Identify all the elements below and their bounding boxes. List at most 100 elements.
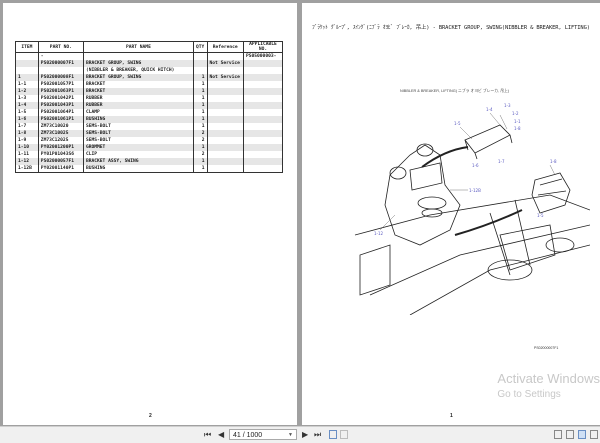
cell-item <box>15 60 39 67</box>
cell-reference <box>206 95 244 102</box>
cell-reference <box>206 88 244 95</box>
table-row: -PS05000003- <box>15 52 284 60</box>
cell-applicable <box>242 81 284 88</box>
continuous-view-button[interactable] <box>566 430 574 439</box>
cell-item: 1-1 <box>15 81 39 88</box>
copy-view-button[interactable] <box>329 430 337 439</box>
last-page-button[interactable]: ⏭ <box>314 430 321 440</box>
diagram-title: ﾌﾞﾗｹｯﾄ ｸﾞﾙｰﾌﾟ, ｽｲﾝｸﾞ(ﾆﾌﾞﾗ ｵﾖﾋﾞ ﾌﾞﾚｰｶ, 吊上… <box>312 25 590 31</box>
cell-qty: 1 <box>192 158 208 165</box>
page-left: ITEM PART NO. PART NAME QTY Reference AP… <box>3 3 297 425</box>
cell-qty: 1 <box>192 88 208 95</box>
cell-reference <box>206 151 244 158</box>
cell-reference <box>206 52 244 60</box>
cell-part-no: PS02000008F1 <box>37 74 84 81</box>
cell-part-no: PY02001140P1 <box>37 165 84 173</box>
cell-qty: 1 <box>192 123 208 130</box>
cell-part-name: RUBBER <box>82 95 194 102</box>
cell-part-no: PS02001063P1 <box>37 88 84 95</box>
cell-part-name: SEMS-BOLT <box>82 123 194 130</box>
cell-part-no: - <box>37 52 84 60</box>
cell-reference <box>206 81 244 88</box>
cell-part-no: ZM73C12025 <box>37 137 84 144</box>
cell-reference <box>206 130 244 137</box>
cell-reference <box>206 116 244 123</box>
document-viewer: ITEM PART NO. PART NAME QTY Reference AP… <box>3 3 600 425</box>
cell-part-no: PS02001043P1 <box>37 102 84 109</box>
table-row: (NIBBLER & BREAKER, QUICK HITCH) <box>15 67 284 74</box>
cell-applicable <box>242 74 284 81</box>
cell-item: 1 <box>15 74 39 81</box>
cell-item: 1-9 <box>15 137 39 144</box>
cell-item: 1-12B <box>15 165 39 173</box>
cell-part-no: PY02001200P1 <box>37 144 84 151</box>
cell-applicable <box>242 144 284 151</box>
cell-qty: 1 <box>192 165 208 173</box>
cell-part-name: BRACKET ASSY, SWING <box>82 158 194 165</box>
cell-item: 1-8 <box>15 130 39 137</box>
next-page-button[interactable]: ▶ <box>302 430 308 440</box>
single-page-view-button[interactable] <box>554 430 562 439</box>
callout-1-12b: 1-12B <box>469 188 481 193</box>
cell-reference <box>206 109 244 116</box>
cell-reference: Not Service <box>206 60 244 67</box>
diagram-subtitle: NIBBLER & BREAKER, LIFTING) ニブラ オヨビ ブレーカ… <box>400 89 510 93</box>
next-page-icon: ▶ <box>302 430 309 439</box>
cell-part-no: ZM73C10020 <box>37 123 84 130</box>
cell-part-name: CLAMP <box>82 109 194 116</box>
cell-part-name: BRACKET GROUP, SWING <box>82 74 194 81</box>
callout-1-5b: 1-5 <box>537 213 544 218</box>
page-right: ﾌﾞﾗｹｯﾄ ｸﾞﾙｰﾌﾟ, ｽｲﾝｸﾞ(ﾆﾌﾞﾗ ｵﾖﾋﾞ ﾌﾞﾚｰｶ, 吊上… <box>302 3 600 425</box>
paste-view-button[interactable] <box>340 430 348 439</box>
cell-part-no: PS02001057P1 <box>37 81 84 88</box>
callout-1-8: 1-8 <box>514 126 521 131</box>
cell-item: 1-6 <box>15 116 39 123</box>
col-part-no: PART NO. <box>37 41 84 53</box>
cell-item: 1-3 <box>15 95 39 102</box>
cell-applicable <box>242 95 284 102</box>
cell-part-name: BUSHING <box>82 165 194 173</box>
cell-qty: 1 <box>192 95 208 102</box>
cell-applicable <box>242 116 284 123</box>
cell-applicable <box>242 109 284 116</box>
cell-part-no: ZM73C10025 <box>37 130 84 137</box>
last-page-icon: ⏭ <box>314 430 322 439</box>
cell-reference <box>206 165 244 173</box>
callout-1-5: 1-5 <box>454 121 461 126</box>
cell-reference <box>206 144 244 151</box>
two-page-view-button[interactable] <box>578 430 586 439</box>
cell-applicable <box>242 67 284 74</box>
cell-applicable <box>242 165 284 173</box>
cell-reference <box>206 67 244 74</box>
page-number-left: 2 <box>149 413 152 419</box>
cell-part-name: (NIBBLER & BREAKER, QUICK HITCH) <box>82 67 194 74</box>
callout-1-4: 1-4 <box>486 107 493 112</box>
cell-part-no <box>37 67 84 74</box>
first-page-button[interactable]: ⏮ <box>204 430 211 440</box>
reference-code: PS02000007F1 <box>534 346 559 350</box>
page-number-select[interactable]: 41 / 1000 ▼ <box>229 429 297 440</box>
prev-page-button[interactable]: ◀ <box>218 430 224 440</box>
cell-reference <box>206 158 244 165</box>
cell-applicable <box>242 137 284 144</box>
callout-1-1: 1-1 <box>514 119 521 124</box>
callout-1-2: 1-2 <box>512 111 519 116</box>
exploded-parts-diagram: 1-4 1-3 1-2 1-1 1-8 1-5 1-6 1-7 1-8 1-5 … <box>354 103 590 315</box>
cell-applicable <box>242 130 284 137</box>
cell-item: 1-10 <box>15 144 39 151</box>
parts-table: ITEM PART NO. PART NAME QTY Reference AP… <box>15 41 284 173</box>
cell-part-name: BRACKET <box>82 81 194 88</box>
two-page-continuous-view-button[interactable] <box>590 430 598 439</box>
cell-item: 1-2 <box>15 88 39 95</box>
cell-part-no: PS02000007F1 <box>37 60 84 67</box>
